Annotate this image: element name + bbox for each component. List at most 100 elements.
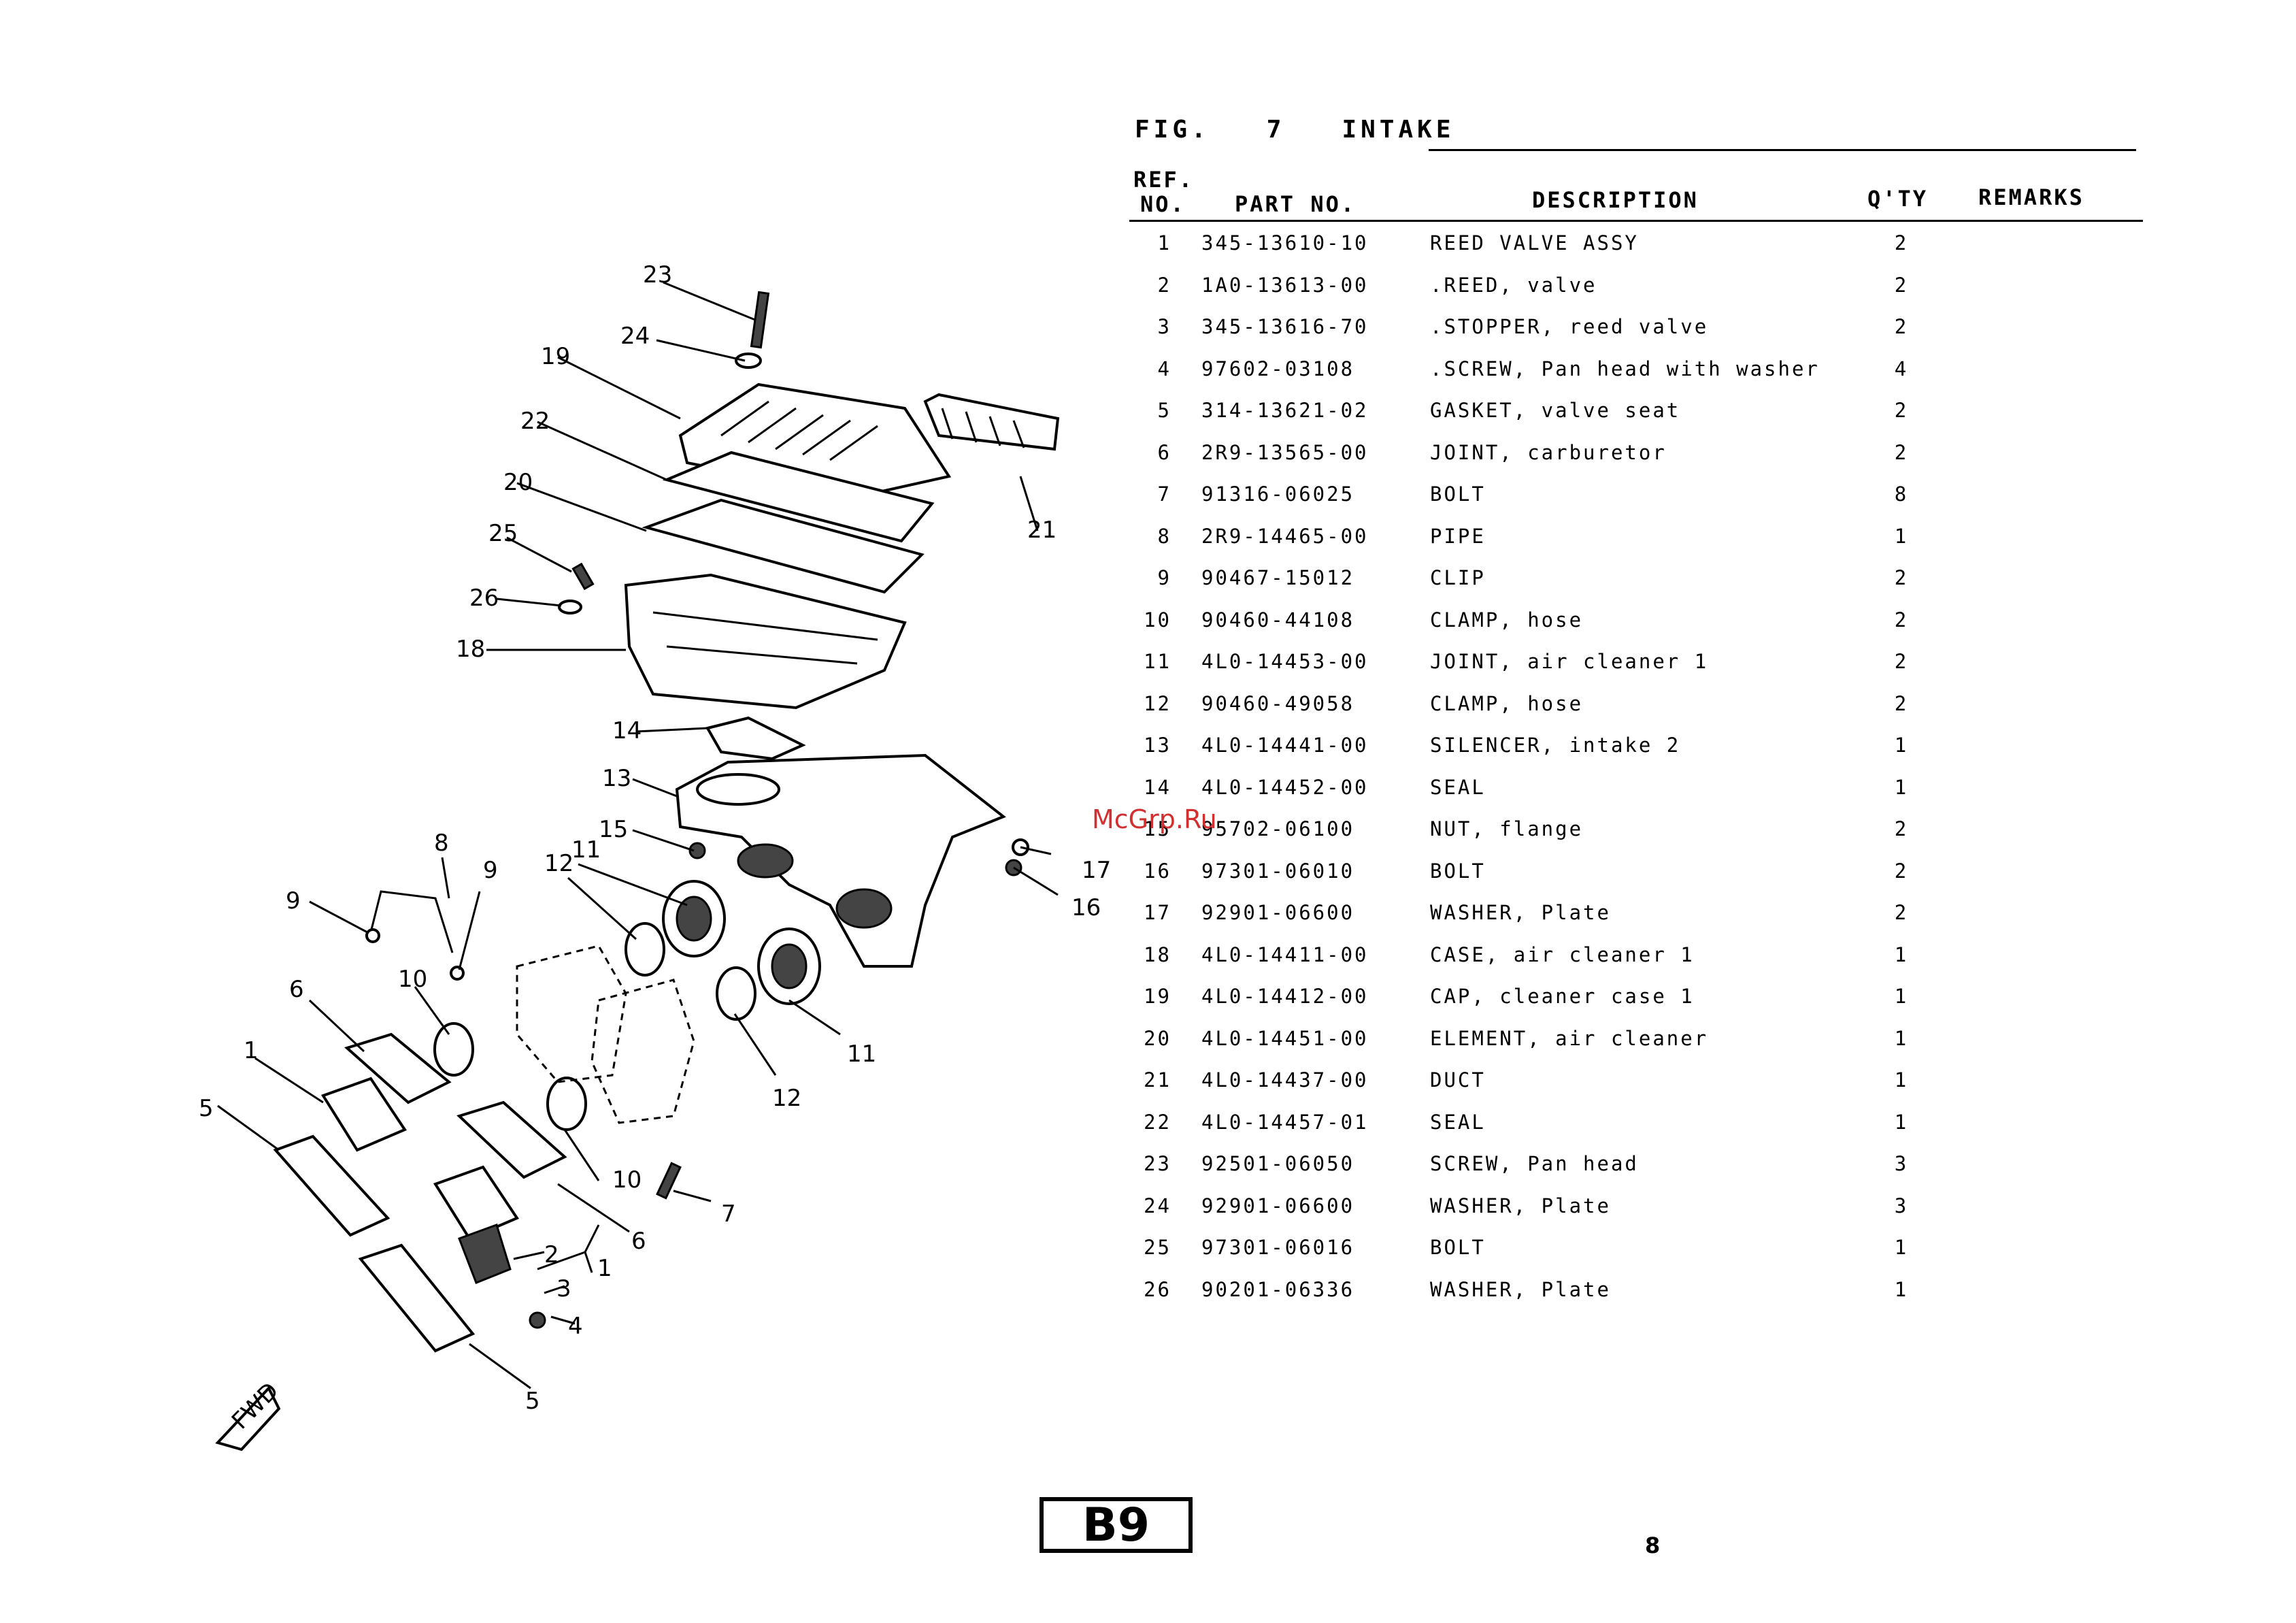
description: SEAL [1430, 775, 1486, 799]
ref-no: 7 [1157, 482, 1171, 506]
part-no: 4L0-14452-00 [1201, 775, 1369, 799]
col-qty: Q'TY [1867, 186, 1929, 212]
callout-3: 3 [556, 1275, 571, 1302]
intake-exploded-view: FWD [199, 261, 1111, 1452]
part-no: 4L0-14457-01 [1201, 1110, 1369, 1134]
figure-label: FIG. [1135, 116, 1210, 144]
description: CAP, cleaner case 1 [1430, 985, 1695, 1008]
description: REED VALVE ASSY [1430, 231, 1639, 255]
part-no: 92501-06050 [1201, 1152, 1355, 1175]
col-ref-line1: REF. [1133, 167, 1195, 193]
callout-7: 7 [721, 1200, 736, 1228]
callout-14: 14 [612, 717, 642, 744]
description: NUT, flange [1430, 817, 1584, 840]
description: JOINT, air cleaner 1 [1430, 650, 1709, 673]
description: .REED, valve [1430, 273, 1597, 297]
ref-no: 2 [1157, 273, 1171, 297]
ref-no: 1 [1157, 231, 1171, 255]
callout-11b: 11 [847, 1040, 876, 1068]
part-no: 4L0-14453-00 [1201, 650, 1369, 673]
reed-valve-assemblies [320, 1077, 519, 1284]
ref-no: 10 [1144, 608, 1171, 632]
col-part-no: PART NO. [1235, 191, 1357, 217]
ref-no: 25 [1144, 1236, 1171, 1259]
callout-12a: 12 [544, 850, 573, 877]
leader-lines [217, 281, 1059, 1390]
figure-number: 7 [1266, 116, 1286, 144]
part-no: 4L0-14441-00 [1201, 734, 1369, 757]
description: BOLT [1430, 482, 1486, 506]
table-row: 13 4L0-14441-00 SILENCER, intake 2 1 [1129, 727, 2143, 769]
ref-no: 23 [1144, 1152, 1171, 1175]
description: WASHER, Plate [1430, 1277, 1611, 1301]
ref-no: 8 [1157, 524, 1171, 548]
description: SILENCER, intake 2 [1430, 734, 1681, 757]
description: SCREW, Pan head [1430, 1152, 1639, 1175]
ref-no: 24 [1144, 1194, 1171, 1217]
ref-no: 12 [1144, 691, 1171, 715]
callout-2: 2 [544, 1241, 559, 1268]
ref-no: 19 [1144, 985, 1171, 1008]
table-row: 14 4L0-14452-00 SEAL 1 [1129, 769, 2143, 811]
ref-no: 9 [1157, 566, 1171, 589]
seal-gasket [662, 450, 935, 543]
description: CLIP [1430, 566, 1486, 589]
part-no: 4L0-14411-00 [1201, 942, 1369, 966]
breather-pipe [369, 890, 454, 953]
qty: 1 [1894, 1110, 1909, 1134]
ref-no: 4 [1157, 357, 1171, 380]
ref-no: 14 [1144, 775, 1171, 799]
air-cleaner-element [642, 498, 925, 594]
qty: 2 [1894, 650, 1909, 673]
ref-no: 5 [1157, 399, 1171, 422]
part-no: 91316-06025 [1201, 482, 1355, 506]
callout-numbers: 23 24 19 22 20 21 25 26 18 14 13 15 17 1… [199, 261, 1111, 1415]
ref-no: 20 [1144, 1026, 1171, 1050]
callout-18: 18 [456, 636, 485, 663]
part-no: 90467-15012 [1201, 566, 1355, 589]
qty: 2 [1894, 231, 1909, 255]
callout-25: 25 [488, 520, 518, 547]
qty: 1 [1894, 1026, 1909, 1050]
qty: 1 [1894, 775, 1909, 799]
part-no: 97301-06016 [1201, 1236, 1355, 1259]
qty: 1 [1894, 734, 1909, 757]
part-no: 2R9-13565-00 [1201, 440, 1369, 464]
ref-no: 17 [1144, 901, 1171, 924]
carburetor-joints [344, 1032, 567, 1179]
callout-24: 24 [620, 323, 650, 350]
description: WASHER, Plate [1430, 901, 1611, 924]
qty: 2 [1894, 817, 1909, 840]
qty: 1 [1894, 1068, 1909, 1092]
qty: 2 [1894, 859, 1909, 883]
description: .SCREW, Pan head with washer [1430, 357, 1820, 380]
part-no: 345-13616-70 [1201, 315, 1369, 338]
part-no: 4L0-14451-00 [1201, 1026, 1369, 1050]
qty: 1 [1894, 1236, 1909, 1259]
qty: 1 [1894, 942, 1909, 966]
ref-no: 13 [1144, 734, 1171, 757]
part-no: 4L0-14412-00 [1201, 985, 1369, 1008]
qty: 1 [1894, 1277, 1909, 1301]
callout-21: 21 [1027, 517, 1057, 544]
seal-ring [705, 716, 806, 761]
callout-9a: 9 [286, 887, 301, 915]
description: DUCT [1430, 1068, 1486, 1092]
qty: 3 [1894, 1152, 1909, 1175]
qty: 2 [1894, 273, 1909, 297]
callout-10a: 10 [398, 966, 427, 993]
